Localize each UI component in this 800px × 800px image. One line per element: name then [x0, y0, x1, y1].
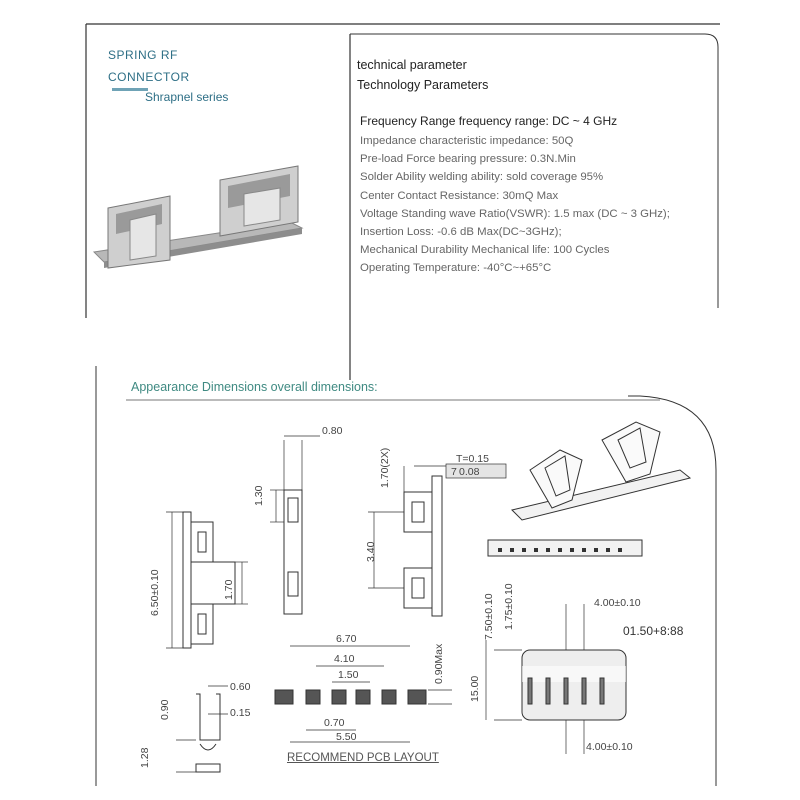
- clip-view: [176, 685, 228, 773]
- dim-170x2: 1.70(2X): [379, 448, 391, 488]
- brand-line-1: SPRING RF: [108, 48, 178, 62]
- param-item: Center Contact Resistance: 30mQ Max: [360, 189, 559, 202]
- parameter-list: Impedance characteristic impedance: 50Q …: [360, 132, 670, 278]
- dimension-labels: 0.80 1.30 1.70(2X) T=0.15 7 0.08 6.50±0.…: [139, 425, 641, 768]
- param-item: Mechanical Durability Mechanical life: 1…: [360, 244, 610, 257]
- product-image: [92, 165, 304, 269]
- dim-150: 1.50: [338, 669, 359, 681]
- dim-080: 0.80: [322, 425, 343, 437]
- param-item: Voltage Standing wave Ratio(VSWR): 1.5 m…: [360, 207, 670, 220]
- side-view: [368, 463, 507, 617]
- brand-underline: [112, 88, 148, 91]
- dim-175: 1.75±0.10: [503, 583, 515, 630]
- strip-view: [270, 435, 320, 615]
- dim-060: 0.60: [230, 681, 251, 693]
- pcb-layout-label: RECOMMEND PCB LAYOUT: [287, 752, 439, 764]
- dim-008-prefix: 7: [451, 466, 457, 478]
- dim-650: 6.50±0.10: [149, 569, 161, 616]
- dim-340: 3.40: [365, 541, 377, 562]
- dim-090: 0.90: [159, 699, 171, 720]
- dim-t015: T=0.15: [456, 453, 489, 465]
- dim-128: 1.28: [139, 747, 151, 768]
- param-item: Pre-load Force bearing pressure: 0.3N.Mi…: [360, 153, 576, 166]
- frequency-range: Frequency Range frequency range: DC ~ 4 …: [360, 114, 618, 128]
- dim-670: 6.70: [336, 633, 357, 645]
- param-item: Operating Temperature: -40°C~+65°C: [360, 262, 552, 275]
- tolerance-note: 01.50+8:88: [623, 624, 684, 638]
- dim-170: 1.70: [223, 579, 235, 600]
- dim-410: 4.10: [334, 653, 355, 665]
- dim-750: 7.50±0.10: [483, 593, 495, 640]
- dim-008: 0.08: [459, 466, 480, 478]
- front-view: [166, 511, 248, 649]
- isometric-view: [487, 421, 692, 557]
- param-item: Impedance characteristic impedance: 50Q: [360, 135, 574, 147]
- param-item: Solder Ability welding ability: sold cov…: [360, 171, 604, 184]
- appearance-title: Appearance Dimensions overall dimensions…: [131, 380, 378, 394]
- brand-line-2: CONNECTOR: [108, 70, 190, 84]
- dim-400b: 4.00±0.10: [586, 741, 633, 753]
- dim-400a: 4.00±0.10: [594, 597, 641, 609]
- pcb-layout: [274, 645, 452, 743]
- dim-1500: 15.00: [469, 676, 481, 702]
- dim-550: 5.50: [336, 731, 357, 743]
- brand-line-3: Shrapnel series: [145, 90, 229, 104]
- dim-015: 0.15: [230, 707, 251, 719]
- tape-view: [485, 604, 627, 754]
- dim-090max: 0.90Max: [433, 643, 445, 684]
- tech-title: technical parameter: [357, 58, 467, 72]
- param-item: Insertion Loss: -0.6 dB Max(DC~3GHz);: [360, 225, 562, 238]
- tech-subtitle: Technology Parameters: [357, 78, 489, 92]
- dim-070: 0.70: [324, 717, 345, 729]
- dim-130: 1.30: [253, 485, 265, 506]
